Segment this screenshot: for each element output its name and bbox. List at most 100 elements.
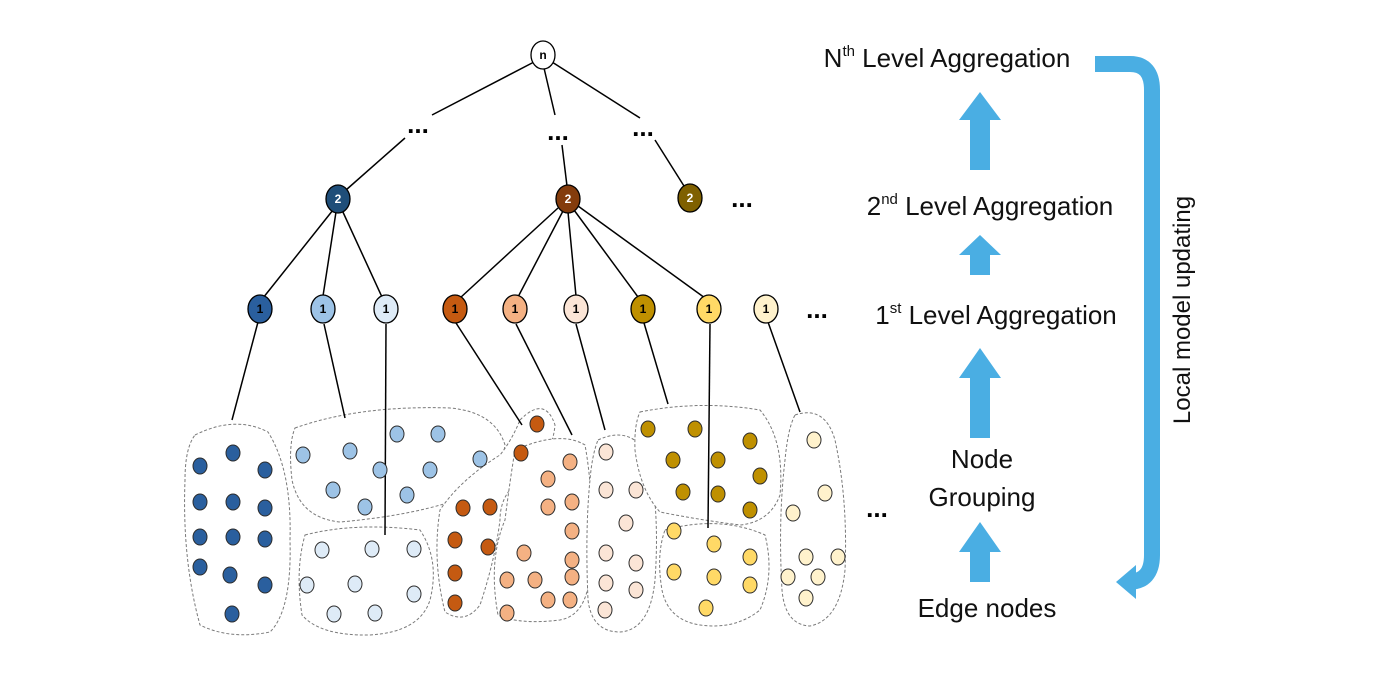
edge-node-dot — [224, 605, 240, 623]
level1-node-label: 1 — [383, 302, 390, 316]
edge-node-dot — [257, 461, 273, 479]
upward-arrows — [959, 92, 1001, 582]
arrow-up-icon — [959, 522, 1001, 582]
second-level-label: 2nd Level Aggregation — [867, 191, 1114, 221]
edge-node-dot — [564, 493, 580, 511]
level1-node-label: 1 — [452, 302, 459, 316]
level1-node-label: 1 — [763, 302, 770, 316]
level1-node-blue-dark: 1 — [247, 294, 273, 324]
edge-node-dot — [540, 470, 556, 488]
level1-node-orange-dark: 1 — [442, 294, 468, 324]
edge-node-dot — [342, 442, 358, 460]
edge-node-dot — [562, 591, 578, 609]
level1-node-label: 1 — [512, 302, 519, 316]
edge-node-dot — [472, 450, 488, 468]
level1-node-gold-dark: 1 — [630, 294, 656, 324]
edge-node-dot — [364, 540, 380, 558]
edge-node-dot — [597, 601, 613, 619]
edge-node-dot — [406, 585, 422, 603]
level1-node-blue-light: 1 — [373, 294, 399, 324]
edge-node-dot — [447, 564, 463, 582]
level1-node-gold-light: 1 — [753, 294, 779, 324]
edge-node-dot — [257, 576, 273, 594]
node-grouping-label-line1: Node — [951, 444, 1013, 474]
edge-node-dot — [389, 425, 405, 443]
edge-node-dot — [326, 605, 342, 623]
edge-node-dot — [564, 551, 580, 569]
edge-node-dot — [406, 540, 422, 558]
root-node-label: n — [539, 48, 546, 62]
edge-node-dot — [666, 563, 682, 581]
edge-node-dot — [598, 574, 614, 592]
edge-node-dot — [499, 604, 515, 622]
edge-node-dot — [482, 498, 498, 516]
level2-node-brown: 2 — [555, 184, 581, 214]
level2-node-label: 2 — [565, 192, 572, 206]
root-node: n — [530, 40, 556, 70]
edge-node-dot — [706, 535, 722, 553]
edge-node-dot — [222, 566, 238, 584]
edge-node-dot — [710, 451, 726, 469]
edge-nodes-label: Edge nodes — [918, 593, 1057, 623]
edge-node-dot — [225, 493, 241, 511]
edge-node-dot — [628, 481, 644, 499]
edge-node-dot — [598, 544, 614, 562]
edge-node-dot — [314, 541, 330, 559]
edge-node-dot — [780, 568, 796, 586]
edge-node-dot — [447, 594, 463, 612]
edge-node-dot — [628, 554, 644, 572]
edge-node-points — [192, 415, 846, 623]
edge-node-dot — [706, 568, 722, 586]
edge-node-dot — [710, 485, 726, 503]
edge-node-dot — [798, 548, 814, 566]
nth-level-label: Nth Level Aggregation — [824, 43, 1071, 73]
edge-node-dot — [225, 528, 241, 546]
node-grouping-label-line2: Grouping — [929, 482, 1036, 512]
edge-node-dot — [527, 571, 543, 589]
ellipsis: ... — [632, 112, 654, 142]
edge-node-dot — [598, 443, 614, 461]
level2-node-olive: 2 — [677, 183, 703, 213]
edge-node-dot — [367, 604, 383, 622]
edge-node-dot — [540, 591, 556, 609]
edge-node-dot — [299, 576, 315, 594]
level1-node-label: 1 — [257, 302, 264, 316]
edge-node-dot — [513, 444, 529, 462]
edge-node-dot — [752, 467, 768, 485]
level1-node-label: 1 — [573, 302, 580, 316]
edge-node-dot — [225, 444, 241, 462]
arrow-up-icon — [959, 92, 1001, 170]
edge-node-dot — [192, 493, 208, 511]
tree-edges — [231, 61, 801, 536]
edge-node-dot — [499, 571, 515, 589]
level1-node-label: 1 — [320, 302, 327, 316]
edge-node-dot — [480, 538, 496, 556]
edge-node-dot — [455, 499, 471, 517]
edge-node-dot — [675, 483, 691, 501]
edge-node-dot — [618, 514, 634, 532]
edge-node-dot — [529, 415, 545, 433]
local-update-loop-arrow — [1095, 56, 1160, 599]
level1-node-orange-light: 1 — [563, 294, 589, 324]
edge-node-dot — [742, 548, 758, 566]
edge-node-dot — [564, 568, 580, 586]
tree-nodes: n 2 2 2 1 1 1 1 — [247, 40, 779, 324]
edge-node-dot — [325, 481, 341, 499]
ellipsis-marks: ... ... ... ... ... ... — [407, 109, 888, 523]
edge-node-dot — [257, 530, 273, 548]
ellipsis: ... — [407, 109, 429, 139]
level1-node-label: 1 — [706, 302, 713, 316]
edge-node-dot — [192, 457, 208, 475]
cluster-gold-dark — [634, 404, 782, 526]
arrow-left-icon — [1116, 565, 1136, 599]
edge-node-dot — [798, 589, 814, 607]
edge-node-dot — [817, 484, 833, 502]
edge-node-dot — [257, 499, 273, 517]
edge-node-dot — [830, 548, 846, 566]
ellipsis: ... — [806, 294, 828, 324]
edge-node-dot — [430, 425, 446, 443]
edge-node-dot — [810, 568, 826, 586]
edge-node-dot — [698, 599, 714, 617]
ellipsis: ... — [866, 493, 888, 523]
